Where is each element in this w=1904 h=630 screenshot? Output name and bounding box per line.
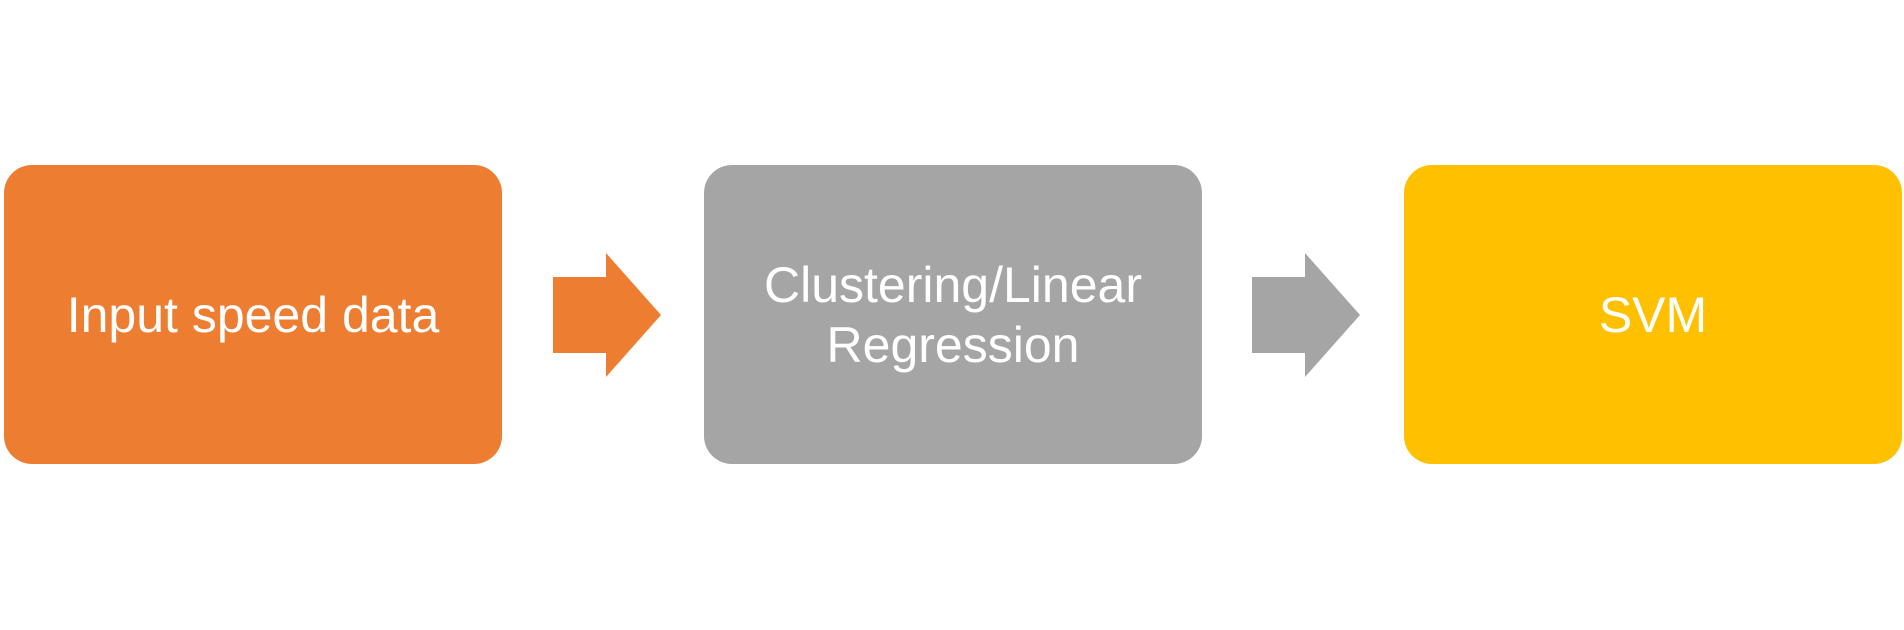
- step-clustering-linear-regression: Clustering/Linear Regression: [704, 165, 1202, 464]
- arrow-shape: [1252, 253, 1360, 377]
- step-label: Clustering/Linear Regression: [764, 256, 1142, 373]
- step-label: Input speed data: [66, 286, 440, 343]
- step-svm: SVM: [1404, 165, 1902, 464]
- right-arrow-icon: [1252, 253, 1360, 377]
- step-input-speed-data: Input speed data: [4, 165, 502, 464]
- right-arrow-icon: [553, 253, 661, 377]
- step-label: SVM: [1598, 286, 1708, 343]
- arrow-shape: [553, 253, 661, 377]
